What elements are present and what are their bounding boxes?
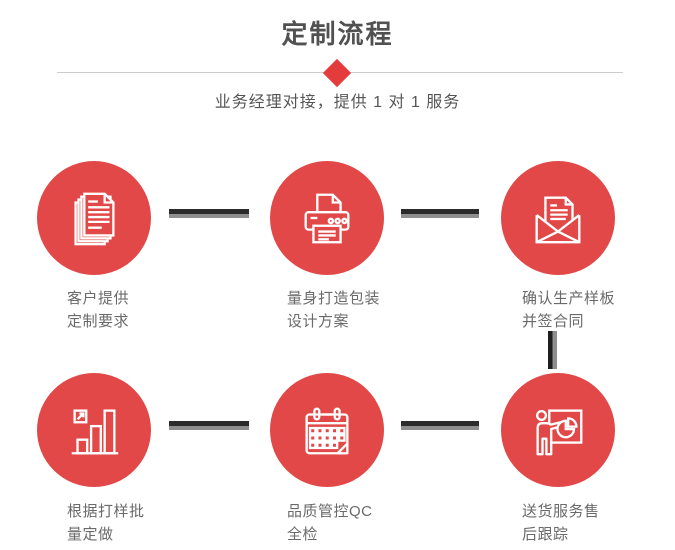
step-2-label: 量身打造包装 设计方案 [287, 287, 380, 333]
step-3-label: 确认生产样板 并签合同 [522, 287, 615, 333]
step-3-label-line2: 并签合同 [522, 313, 585, 330]
step-4-circle [37, 373, 151, 487]
connector-step2-step3 [401, 209, 479, 218]
diamond-accent-icon [322, 58, 352, 88]
step-5-circle [270, 373, 384, 487]
connector-step3-step6 [548, 331, 557, 369]
calendar-icon [305, 407, 349, 455]
open-envelope-icon [535, 196, 581, 244]
step-5-label-line1: 品质管控QC [287, 503, 373, 520]
step-2-label-line1: 量身打造包装 [287, 290, 381, 307]
step-2-label-line2: 设计方案 [287, 313, 350, 330]
step-1-circle [37, 161, 151, 275]
step-6-label-line2: 后跟踪 [522, 526, 569, 543]
step-6-label: 送货服务售 后跟踪 [522, 500, 600, 546]
connector-step5-step6 [401, 421, 479, 430]
step-2-circle [270, 161, 384, 275]
step-1-label-line2: 定制要求 [67, 313, 130, 330]
step-6-circle [501, 373, 615, 487]
step-4-label-line1: 根据打样批 [67, 503, 145, 520]
connector-step4-step5 [169, 421, 249, 430]
printer-icon [304, 193, 350, 244]
step-3-circle [501, 161, 615, 275]
subtitle: 业务经理对接，提供 1 对 1 服务 [214, 94, 461, 111]
connector-step1-step2 [169, 209, 249, 218]
step-4-label-line2: 量定做 [67, 526, 114, 543]
stacked-documents-icon [74, 192, 115, 246]
page-title: 定制流程 [281, 19, 394, 49]
step-5-label-line2: 全检 [287, 526, 319, 543]
step-4-label: 根据打样批 量定做 [67, 500, 145, 546]
step-3-label-line1: 确认生产样板 [522, 290, 616, 307]
step-5-label: 品质管控QC 全检 [287, 500, 373, 546]
step-6-label-line1: 送货服务售 [522, 503, 600, 520]
step-1-label-line1: 客户提供 [67, 290, 130, 307]
growth-bar-chart-icon [71, 409, 119, 455]
step-1-label: 客户提供 定制要求 [67, 287, 129, 333]
presentation-board-icon [536, 409, 583, 456]
